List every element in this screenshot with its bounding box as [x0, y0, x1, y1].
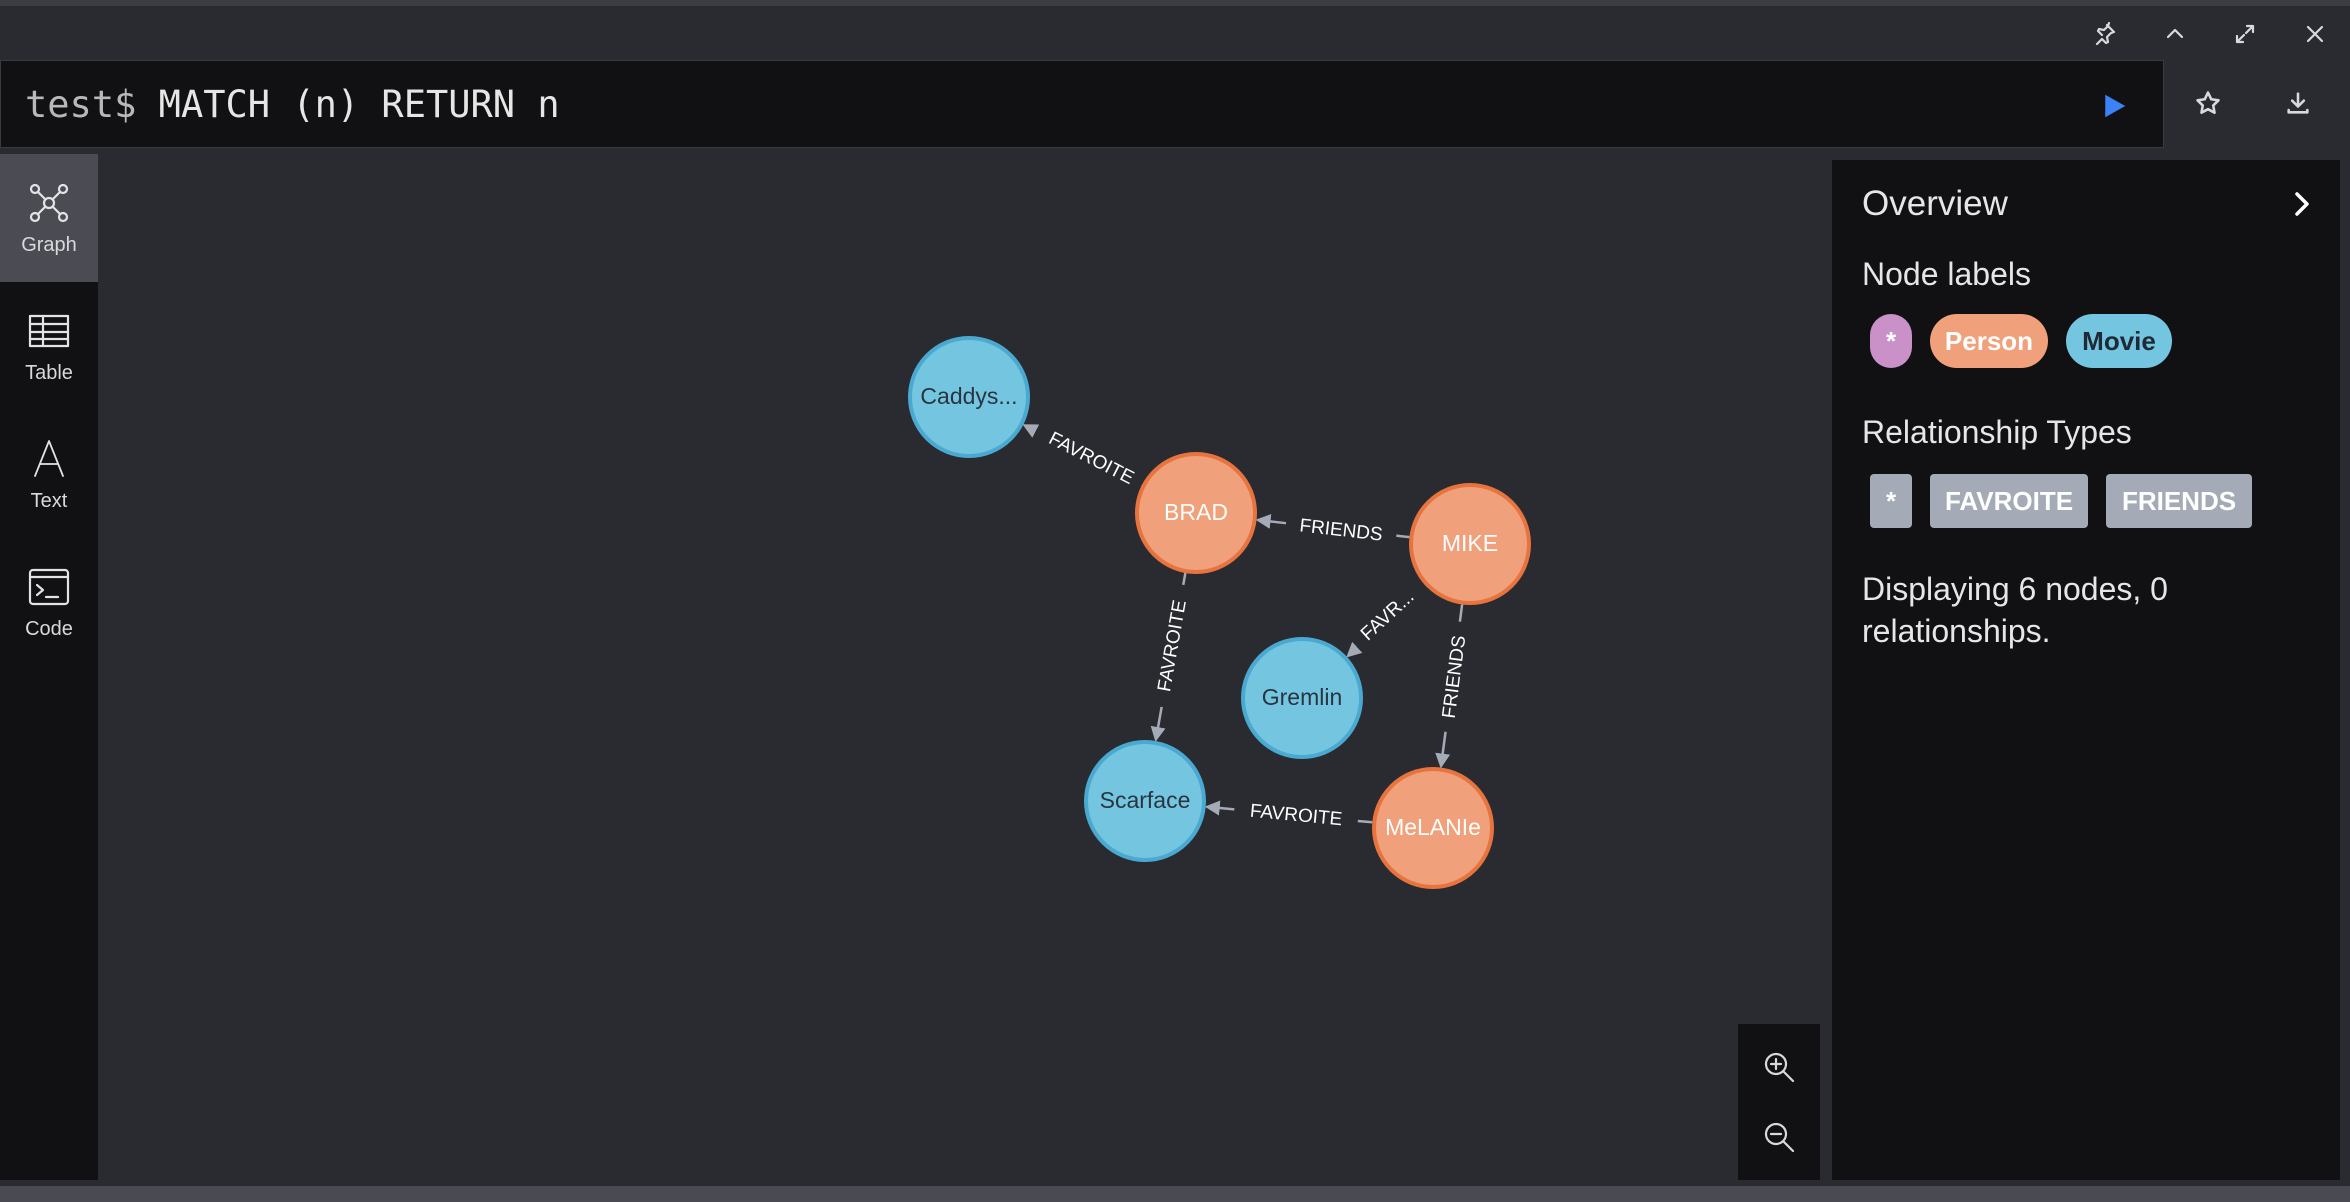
node-circle[interactable]: [1372, 767, 1494, 889]
node-label-all[interactable]: *: [1870, 314, 1912, 368]
node-caption: Caddys...: [920, 383, 1017, 409]
maximize-icon[interactable]: [2210, 14, 2280, 54]
nav-text[interactable]: Text: [0, 410, 98, 538]
star-icon: [2196, 91, 2220, 114]
rel-type-all[interactable]: *: [1870, 474, 1912, 528]
run-button[interactable]: [2093, 85, 2135, 127]
relationship-arrow[interactable]: [1255, 513, 1287, 529]
node-label-person[interactable]: Person: [1930, 314, 2048, 368]
relationship-label: FRIENDS: [1439, 634, 1471, 719]
node-label-text: Person: [1944, 325, 2034, 356]
relationship-favroite[interactable]: FAVROITE: [1150, 572, 1191, 742]
relationship-favroite[interactable]: FAVROITE: [1022, 424, 1147, 489]
zoom-in-button[interactable]: [1738, 1032, 1820, 1102]
close-icon[interactable]: [2280, 14, 2350, 54]
graph-icon: [29, 183, 69, 222]
nav-code-label: Code: [25, 617, 73, 640]
collapse-icon[interactable]: [2140, 14, 2210, 54]
node-caption: Scarface: [1100, 787, 1191, 813]
node-melanie[interactable]: MeLANIe: [1372, 767, 1494, 889]
favorite-button[interactable]: [2183, 78, 2233, 128]
node-caddyshack[interactable]: Caddys...: [908, 336, 1030, 458]
node-gremlin[interactable]: Gremlin: [1241, 637, 1363, 759]
node-labels-list: * Person Movie: [1870, 314, 2172, 368]
relationship-types-list: * FAVROITE FRIENDS: [1870, 474, 2252, 528]
rel-type-text: FRIENDS: [2121, 485, 2237, 516]
query-text[interactable]: test$ MATCH (n) RETURN n: [1, 83, 560, 126]
relationship-arrow[interactable]: [1204, 800, 1235, 816]
relationship-favr[interactable]: FAVR...: [1346, 579, 1432, 658]
play-icon: [2105, 94, 2126, 118]
zoom-in-icon: [1764, 1052, 1795, 1083]
node-label-text: Movie: [2082, 325, 2156, 356]
overview-panel: Overview Node labels * Person Movie Rela…: [1832, 160, 2340, 1180]
relationship-label: FRIENDS: [1298, 515, 1383, 545]
node-brad[interactable]: BRAD: [1135, 452, 1257, 574]
collapse-panel-button[interactable]: [2286, 188, 2318, 220]
text-icon: [34, 439, 64, 477]
relationship-line[interactable]: [1396, 534, 1410, 539]
rel-type-friends[interactable]: FRIENDS: [2106, 474, 2252, 528]
query-editor[interactable]: test$ MATCH (n) RETURN n: [0, 60, 2164, 148]
node-caption: BRAD: [1164, 499, 1228, 525]
node-caption: Gremlin: [1262, 684, 1343, 710]
relationship-label: FAVROITE: [1154, 599, 1191, 694]
node-circle[interactable]: [1084, 740, 1206, 862]
window-controls: [2070, 14, 2350, 54]
node-circle[interactable]: [1135, 452, 1257, 574]
nav-graph[interactable]: Graph: [0, 154, 98, 282]
node-scarface[interactable]: Scarface: [1084, 740, 1206, 862]
relationship-label: FAVR...: [1357, 586, 1418, 645]
relationship-favroite[interactable]: FAVROITE: [1204, 800, 1373, 831]
zoom-controls: [1738, 1024, 1820, 1180]
node-circle[interactable]: [1241, 637, 1363, 759]
relationship-types-heading: Relationship Types: [1862, 414, 2132, 450]
relationship-arrow[interactable]: [1150, 706, 1166, 742]
result-view-nav: Graph Table Text Code: [0, 154, 98, 1180]
overview-title: Overview: [1862, 184, 2008, 223]
rel-type-text: *: [1885, 485, 1897, 516]
relationship-friends[interactable]: FRIENDS: [1435, 604, 1471, 769]
overview-status: Displaying 6 nodes, 0 relationships.: [1862, 571, 2168, 649]
zoom-out-icon: [1764, 1122, 1795, 1153]
relationship-label: FAVROITE: [1045, 428, 1137, 489]
relationship-label: FAVROITE: [1249, 801, 1343, 831]
prompt-label: test$: [25, 82, 137, 126]
rel-type-favroite[interactable]: FAVROITE: [1930, 474, 2088, 528]
graph-canvas[interactable]: FAVROITE FRIENDS FAVR... FAVROITE FRIENDS FAV…: [98, 154, 1832, 1180]
download-button[interactable]: [2273, 78, 2323, 128]
nav-table-label: Table: [25, 361, 73, 384]
nav-text-label: Text: [30, 489, 68, 512]
relationship-line[interactable]: [1182, 572, 1187, 586]
node-caption: MIKE: [1442, 530, 1498, 556]
code-icon: [28, 568, 70, 605]
graph-visualization[interactable]: FAVROITE FRIENDS FAVR... FAVROITE FRIENDS FAV…: [98, 154, 1832, 1180]
download-icon: [2287, 92, 2309, 114]
chevron-right-icon: [2295, 192, 2309, 216]
pin-icon[interactable]: [2070, 14, 2140, 54]
relationship-arrow[interactable]: [1435, 731, 1451, 769]
nav-table[interactable]: Table: [0, 282, 98, 410]
rel-type-text: FAVROITE: [1944, 485, 2074, 516]
node-caption: MeLANIe: [1385, 814, 1481, 840]
node-mike[interactable]: MIKE: [1409, 483, 1531, 605]
node-labels-heading: Node labels: [1862, 256, 2031, 292]
node-label-movie[interactable]: Movie: [2066, 314, 2172, 368]
relationship-arrow[interactable]: [1022, 424, 1040, 438]
table-icon: [28, 314, 70, 347]
relationship-line[interactable]: [1357, 819, 1373, 824]
relationship-line[interactable]: [1458, 604, 1464, 622]
node-circle[interactable]: [1409, 483, 1531, 605]
nav-code[interactable]: Code: [0, 538, 98, 666]
query-input[interactable]: MATCH (n) RETURN n: [158, 82, 560, 126]
zoom-out-button[interactable]: [1738, 1102, 1820, 1172]
relationship-friends[interactable]: FRIENDS: [1255, 513, 1410, 546]
bottom-border: [0, 1186, 2350, 1202]
nav-graph-label: Graph: [21, 233, 77, 256]
node-circle[interactable]: [908, 336, 1030, 458]
node-label-text: *: [1885, 325, 1897, 356]
